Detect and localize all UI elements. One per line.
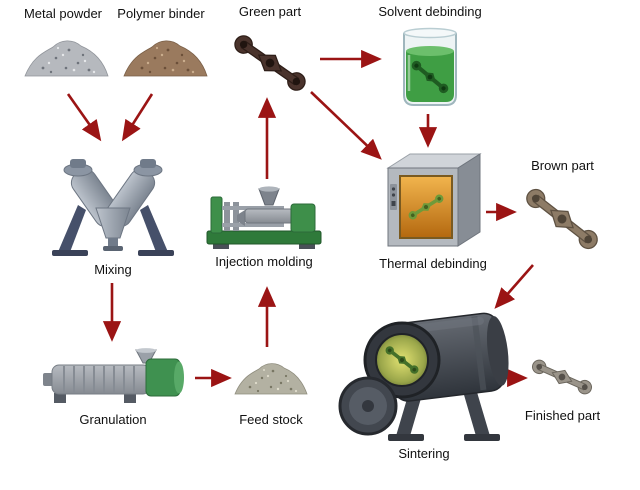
granulation-machine (43, 348, 184, 403)
node-mixing: Mixing (48, 148, 178, 277)
green-part-image (230, 31, 310, 95)
injection-molding-label: Injection molding (215, 254, 313, 269)
injection-molding-machine (206, 186, 322, 249)
sintering-label: Sintering (398, 446, 450, 461)
sintering-furnace (338, 312, 509, 441)
arrow-metal-powder-to-mixing (66, 93, 102, 142)
brown-part-image (522, 184, 602, 254)
arrow-green-part-to-thermal-debinding (310, 91, 382, 160)
thermal-debinding-label: Thermal debinding (379, 256, 487, 271)
solvent-beaker (403, 27, 457, 106)
node-thermal-debinding: Thermal debinding (379, 146, 487, 271)
thermal-debinding-oven (386, 153, 482, 247)
brown-part-label: Brown part (531, 158, 594, 173)
feed-stock-label: Feed stock (239, 412, 303, 427)
metal-powder-pile (24, 40, 109, 77)
granulation-label: Granulation (79, 412, 147, 427)
mixing-machine (52, 159, 174, 256)
feed-stock-pile (234, 363, 308, 395)
arrow-polymer-binder-to-mixing (121, 93, 154, 142)
node-injection-molding: Injection molding (205, 183, 323, 269)
finished-part-label: Finished part (524, 408, 601, 423)
polymer-binder-pile (123, 40, 208, 77)
finished-part-image (529, 357, 595, 397)
green-part-label: Green part (238, 4, 302, 19)
mixing-label: Mixing (94, 262, 132, 277)
node-granulation: Granulation (38, 348, 188, 427)
solvent-debinding-label: Solvent debinding (378, 4, 482, 19)
node-sintering: Sintering (338, 290, 510, 461)
polymer-binder-label: Polymer binder (117, 6, 205, 21)
metal-powder-label: Metal powder (23, 6, 103, 21)
node-feed-stock: Feed stock (232, 354, 310, 427)
